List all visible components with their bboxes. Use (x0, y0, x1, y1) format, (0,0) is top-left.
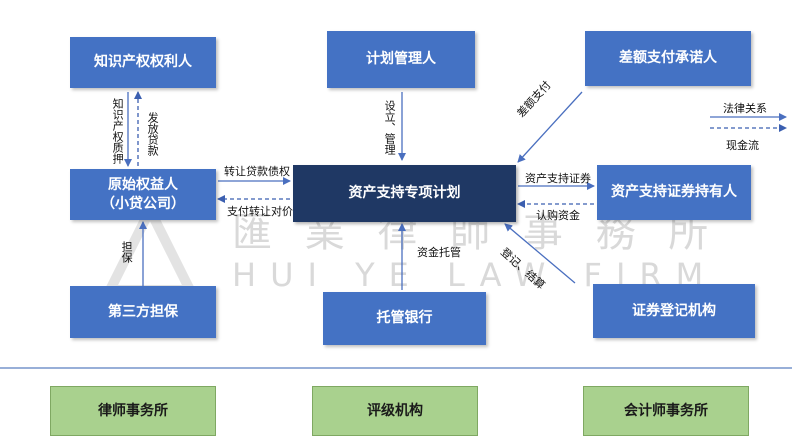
label-setup-manage: 设立、管理 (383, 100, 397, 155)
node-originator: 原始权益人 （小贷公司） (70, 169, 216, 220)
node-abs-plan: 资产支持专项计划 (293, 165, 516, 222)
label-ip-pledge: 知识产权质押 (111, 98, 125, 164)
provider-accounting-firm: 会计师事务所 (583, 386, 749, 436)
edge-registration-settlement (504, 223, 576, 284)
node-plan-manager: 计划管理人 (327, 31, 475, 88)
legend-cash-flow: 现金流 (726, 139, 759, 152)
node-registry: 证券登记机构 (593, 284, 755, 338)
node-security-holder: 资产支持证券持有人 (597, 165, 751, 220)
label-issue-loan: 发放贷款 (146, 112, 160, 156)
label-guarantee: 担保 (120, 241, 134, 263)
node-custodian-bank: 托管银行 (323, 292, 486, 345)
node-ip-holder: 知识产权权利人 (70, 37, 216, 88)
provider-law-firm: 律师事务所 (50, 386, 216, 436)
label-subscription-funds: 认购资金 (536, 209, 580, 222)
label-abs-securities: 资产支持证券 (525, 172, 591, 185)
provider-rating-agency: 评级机构 (312, 386, 478, 436)
node-guarantor: 差额支付承诺人 (585, 31, 751, 86)
label-pay-consideration: 支付转让对价 (227, 205, 293, 218)
legend-legal-relation: 法律关系 (723, 102, 767, 115)
label-transfer-claims: 转让贷款债权 (224, 165, 290, 178)
label-fund-custody: 资金托管 (417, 246, 461, 259)
edge-deficiency-payment (517, 91, 583, 163)
node-third-party-guarantor: 第三方担保 (70, 286, 216, 338)
